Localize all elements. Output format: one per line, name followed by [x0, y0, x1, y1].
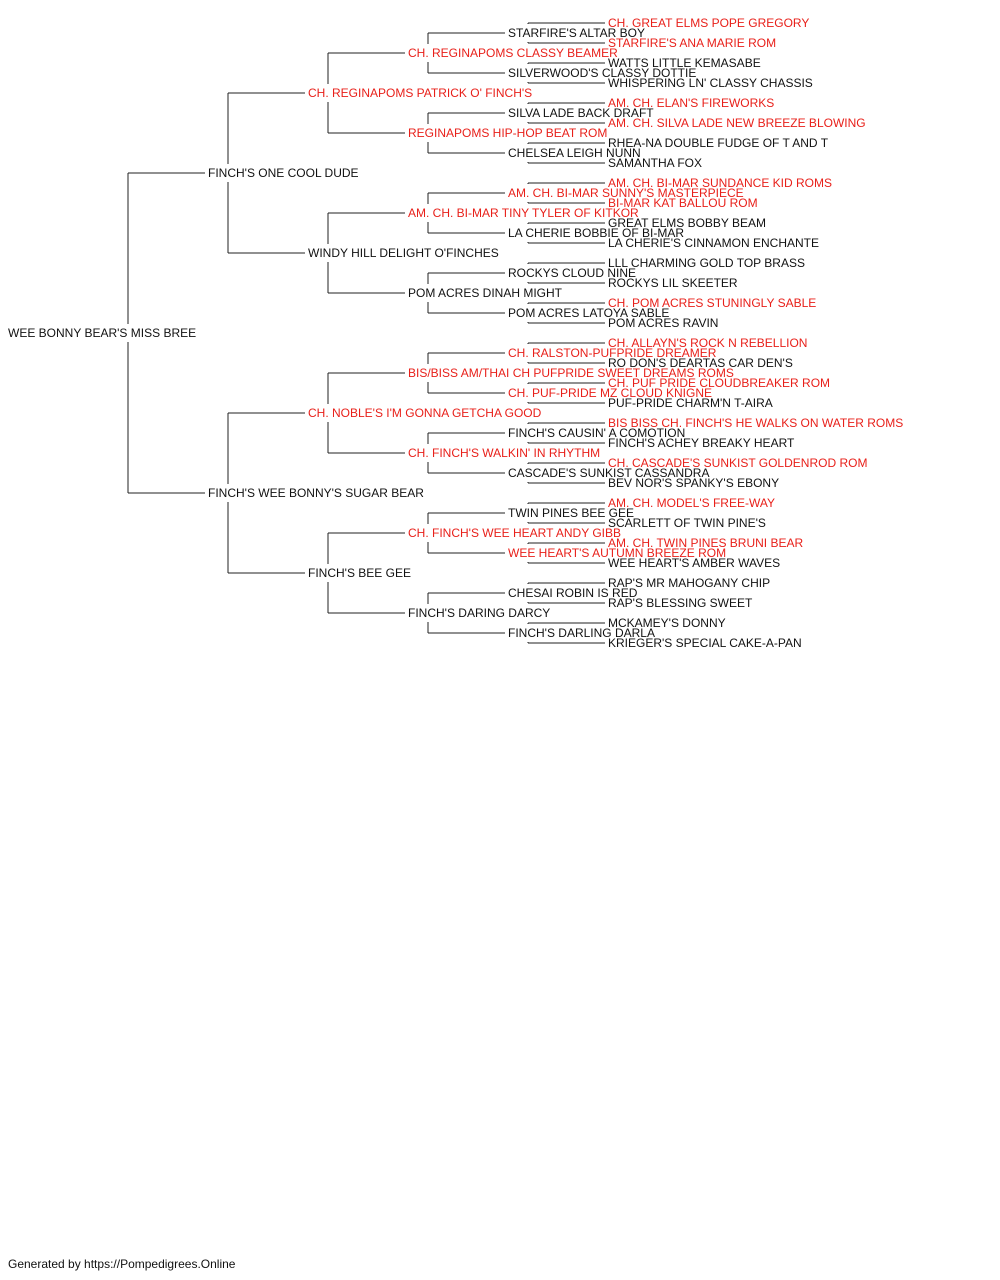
pedigree-entry-gen4: CHELSEA LEIGH NUNN	[508, 146, 641, 160]
pedigree-entry-gen4: ROCKYS CLOUD NINE	[508, 266, 637, 280]
pedigree-entry-gen5: POM ACRES RAVIN	[608, 316, 719, 330]
pedigree-entry-gen5: RAP'S MR MAHOGANY CHIP	[608, 576, 771, 590]
pedigree-entry-gen4: POM ACRES LATOYA SABLE	[508, 306, 670, 320]
pedigree-entry-gen4: CH. PUF-PRIDE MZ CLOUD KNIGNE	[508, 386, 713, 400]
pedigree-entry-gen1: FINCH'S ONE COOL DUDE	[208, 166, 359, 180]
pedigree-entry-gen5: LLL CHARMING GOLD TOP BRASS	[608, 256, 805, 270]
pedigree-entry-gen5: AM. CH. MODEL'S FREE-WAY	[608, 496, 775, 510]
pedigree-entry-gen3: CH. FINCH'S WEE HEART ANDY GIBB	[408, 526, 621, 540]
pedigree-entry-gen5: CH. CASCADE'S SUNKIST GOLDENROD ROM	[608, 456, 868, 470]
pedigree-entry-gen5: RAP'S BLESSING SWEET	[608, 596, 753, 610]
pedigree-entry-gen5: CH. PUF PRIDE CLOUDBREAKER ROM	[608, 376, 831, 390]
pedigree-entry-gen2: CH. REGINAPOMS PATRICK O' FINCH'S	[308, 86, 533, 100]
pedigree-entry-gen3: AM. CH. BI-MAR TINY TYLER OF KITKOR	[408, 206, 639, 220]
pedigree-entry-gen4: STARFIRE'S ALTAR BOY	[508, 26, 645, 40]
pedigree-entry-gen5: RHEA-NA DOUBLE FUDGE OF T AND T	[608, 136, 829, 150]
pedigree-entry-gen4: SILVERWOOD'S CLASSY DOTTIE	[508, 66, 697, 80]
pedigree-entry-gen3: REGINAPOMS HIP-HOP BEAT ROM	[408, 126, 608, 140]
pedigree-entry-gen5: CH. GREAT ELMS POPE GREGORY	[608, 16, 810, 30]
pedigree-entry-gen4: LA CHERIE BOBBIE OF BI-MAR	[508, 226, 685, 240]
pedigree-entry-gen5: AM. CH. TWIN PINES BRUNI BEAR	[608, 536, 804, 550]
pedigree-entry-gen4: SILVA LADE BACK DRAFT	[508, 106, 654, 120]
pedigree-entry-gen5: CH. POM ACRES STUNINGLY SABLE	[608, 296, 817, 310]
pedigree-entry-gen5: WEE HEART'S AMBER WAVES	[608, 556, 781, 570]
pedigree-entry-gen5: CH. ALLAYN'S ROCK N REBELLION	[608, 336, 808, 350]
pedigree-entry-gen5: AM. CH. ELAN'S FIREWORKS	[608, 96, 775, 110]
pedigree-entry-gen5: WHISPERING LN' CLASSY CHASSIS	[608, 76, 813, 90]
pedigree-entry-gen5: AM. CH. BI-MAR SUNDANCE KID ROMS	[608, 176, 833, 190]
pedigree-entry-gen5: RO DON'S DEARTAS CAR DEN'S	[608, 356, 793, 370]
pedigree-entry-gen5: BEV NOR'S SPANKY'S EBONY	[608, 476, 780, 490]
pedigree-entry-gen5: KRIEGER'S SPECIAL CAKE-A-PAN	[608, 636, 802, 650]
pedigree-entry-gen2: CH. NOBLE'S I'M GONNA GETCHA GOOD	[308, 406, 542, 420]
pedigree-entry-gen4: TWIN PINES BEE GEE	[508, 506, 635, 520]
pedigree-entry-gen5: WATTS LITTLE KEMASABE	[608, 56, 761, 70]
pedigree-entry-gen4: WEE HEART'S AUTUMN BREEZE ROM	[508, 546, 727, 560]
pedigree-entry-gen4: FINCH'S DARLING DARLA	[508, 626, 655, 640]
pedigree-entry-gen2: WINDY HILL DELIGHT O'FINCHES	[308, 246, 499, 260]
pedigree-entry-gen5: SCARLETT OF TWIN PINE'S	[608, 516, 766, 530]
pedigree-entry-gen4: CASCADE'S SUNKIST CASSANDRA	[508, 466, 710, 480]
pedigree-entry-gen5: GREAT ELMS BOBBY BEAM	[608, 216, 767, 230]
pedigree-entry-gen3: POM ACRES DINAH MIGHT	[408, 286, 563, 300]
pedigree-entry-gen5: AM. CH. SILVA LADE NEW BREEZE BLOWING	[608, 116, 866, 130]
pedigree-entry-gen3: CH. REGINAPOMS CLASSY BEAMER	[408, 46, 618, 60]
pedigree-entry-gen3: CH. FINCH'S WALKIN' IN RHYTHM	[408, 446, 601, 460]
pedigree-entry-gen5: SAMANTHA FOX	[608, 156, 703, 170]
pedigree-entry-gen2: FINCH'S BEE GEE	[308, 566, 411, 580]
pedigree-entry-gen5: STARFIRE'S ANA MARIE ROM	[608, 36, 777, 50]
footer-credit: Generated by https://Pompedigrees.Online	[8, 1257, 236, 1271]
pedigree-entry-gen3: FINCH'S DARING DARCY	[408, 606, 551, 620]
pedigree-entry-gen5: FINCH'S ACHEY BREAKY HEART	[608, 436, 795, 450]
pedigree-entry-gen5: PUF-PRIDE CHARM'N T-AIRA	[608, 396, 773, 410]
pedigree-entry-gen4: CH. RALSTON-PUFPRIDE DREAMER	[508, 346, 717, 360]
pedigree-entry-gen5: MCKAMEY'S DONNY	[608, 616, 726, 630]
pedigree-entry-gen0: WEE BONNY BEAR'S MISS BREE	[8, 326, 197, 340]
pedigree-entry-gen5: LA CHERIE'S CINNAMON ENCHANTE	[608, 236, 819, 250]
pedigree-entry-gen1: FINCH'S WEE BONNY'S SUGAR BEAR	[208, 486, 424, 500]
pedigree-entry-gen5: BI-MAR KAT BALLOU ROM	[608, 196, 758, 210]
pedigree-entry-gen4: AM. CH. BI-MAR SUNNY'S MASTERPIECE	[508, 186, 744, 200]
pedigree-entry-gen3: BIS/BISS AM/THAI CH PUFPRIDE SWEET DREAM…	[408, 366, 734, 380]
pedigree-entry-gen4: FINCH'S CAUSIN' A COMOTION	[508, 426, 686, 440]
pedigree-entry-gen5: ROCKYS LIL SKEETER	[608, 276, 738, 290]
pedigree-entry-gen4: CHESAI ROBIN IS RED	[508, 586, 638, 600]
pedigree-entry-gen5: BIS BISS CH. FINCH'S HE WALKS ON WATER R…	[608, 416, 904, 430]
